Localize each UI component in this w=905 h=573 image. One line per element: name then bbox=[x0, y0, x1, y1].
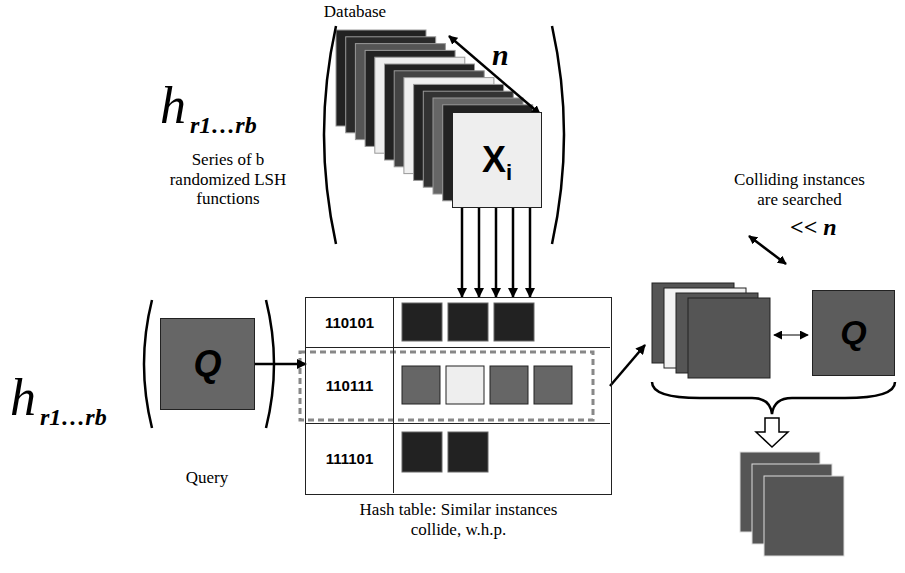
bracket bbox=[324, 26, 336, 244]
colliding-stack bbox=[652, 283, 770, 378]
hash-code: 110111 bbox=[306, 348, 394, 423]
function-subscript: r1…rb bbox=[190, 112, 257, 140]
hash-code: 110101 bbox=[306, 298, 394, 347]
dimension-label: << n bbox=[790, 214, 837, 242]
bracket bbox=[144, 300, 152, 428]
database-card: Xi bbox=[452, 112, 542, 208]
query-box: Q bbox=[160, 318, 255, 410]
node-label: Q bbox=[840, 313, 866, 352]
title-label: Database bbox=[324, 2, 386, 22]
colliding-group: Q Colliding instances are searched bbox=[645, 168, 900, 400]
size-arrow bbox=[449, 36, 540, 114]
node-label: Q bbox=[193, 343, 221, 384]
connector-arrow bbox=[610, 345, 645, 386]
function-note: Series of b randomized LSH functions bbox=[163, 150, 293, 209]
connector-arrow bbox=[512, 208, 515, 297]
bracket bbox=[552, 26, 564, 244]
connector-arrow bbox=[478, 208, 481, 297]
table-caption: Hash table: Similar instances collide, w… bbox=[334, 500, 584, 539]
bucket-items bbox=[402, 303, 572, 472]
brace bbox=[652, 382, 895, 414]
node-label: i bbox=[506, 160, 512, 185]
compare-arrow bbox=[774, 335, 808, 336]
connector-arrow bbox=[461, 208, 464, 297]
query-box: Q bbox=[812, 290, 895, 376]
hash-code: 111101 bbox=[306, 424, 394, 493]
hash-row: 110111 bbox=[306, 348, 610, 424]
colliding-card bbox=[688, 298, 770, 378]
connector-arrow bbox=[529, 208, 532, 297]
size-arrow bbox=[749, 236, 786, 264]
connector-arrow bbox=[255, 363, 306, 366]
connector-arrow bbox=[495, 208, 498, 297]
hash-table: 110101110111111101Hash table: Similar in… bbox=[305, 297, 612, 495]
dimension-label: n bbox=[492, 38, 509, 73]
query-label: Query bbox=[186, 468, 228, 488]
function-symbol: h bbox=[10, 368, 36, 428]
node-label: X bbox=[482, 139, 506, 180]
group-heading: Colliding instances are searched bbox=[725, 170, 875, 209]
function-symbol: h bbox=[160, 76, 186, 136]
result-card bbox=[764, 476, 844, 556]
function-subscript: r1…rb bbox=[40, 404, 107, 432]
hash-row: 111101 bbox=[306, 424, 610, 493]
result-stack bbox=[740, 452, 844, 556]
result-arrow bbox=[756, 418, 788, 447]
hash-row: 110101 bbox=[306, 298, 610, 348]
